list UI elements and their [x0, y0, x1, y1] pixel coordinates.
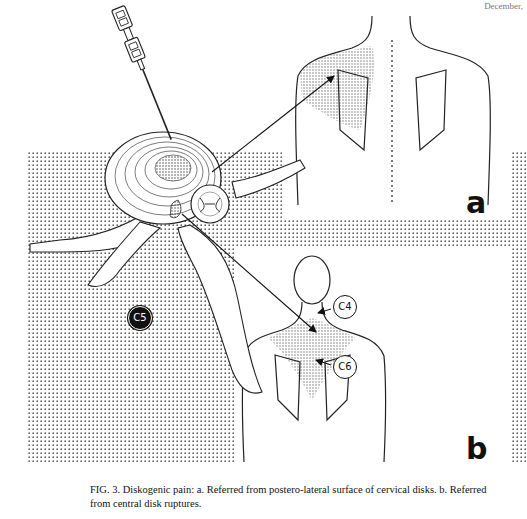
- pain-area-b: [268, 318, 356, 400]
- cervical-vertebra: [30, 132, 305, 393]
- level-text: C5: [133, 313, 146, 323]
- figure-a-panel: [282, 14, 510, 220]
- figure-letter: b: [466, 432, 487, 465]
- figure-letter: a: [466, 186, 486, 219]
- leader-arrow: [318, 309, 331, 313]
- page-header: December,: [484, 2, 523, 12]
- referral-arrow: [182, 214, 316, 332]
- pain-area-a: [300, 46, 374, 130]
- torso-figure-b: [243, 256, 386, 462]
- level-text: C6: [338, 362, 351, 372]
- figure-b-panel: [236, 246, 510, 472]
- figure-caption: FIG. 3. Diskogenic pain: a. Referred fro…: [90, 483, 490, 510]
- syringe: [112, 5, 178, 142]
- torso-figure-a: [296, 16, 491, 205]
- leader-arrow: [316, 360, 331, 365]
- vertebra-level-circle: C6: [333, 355, 357, 379]
- vertebra-level-circle: C5: [128, 306, 152, 330]
- level-text: C4: [338, 302, 351, 312]
- referral-arrow: [212, 76, 334, 172]
- vertebra-level-circle: C4: [333, 295, 357, 319]
